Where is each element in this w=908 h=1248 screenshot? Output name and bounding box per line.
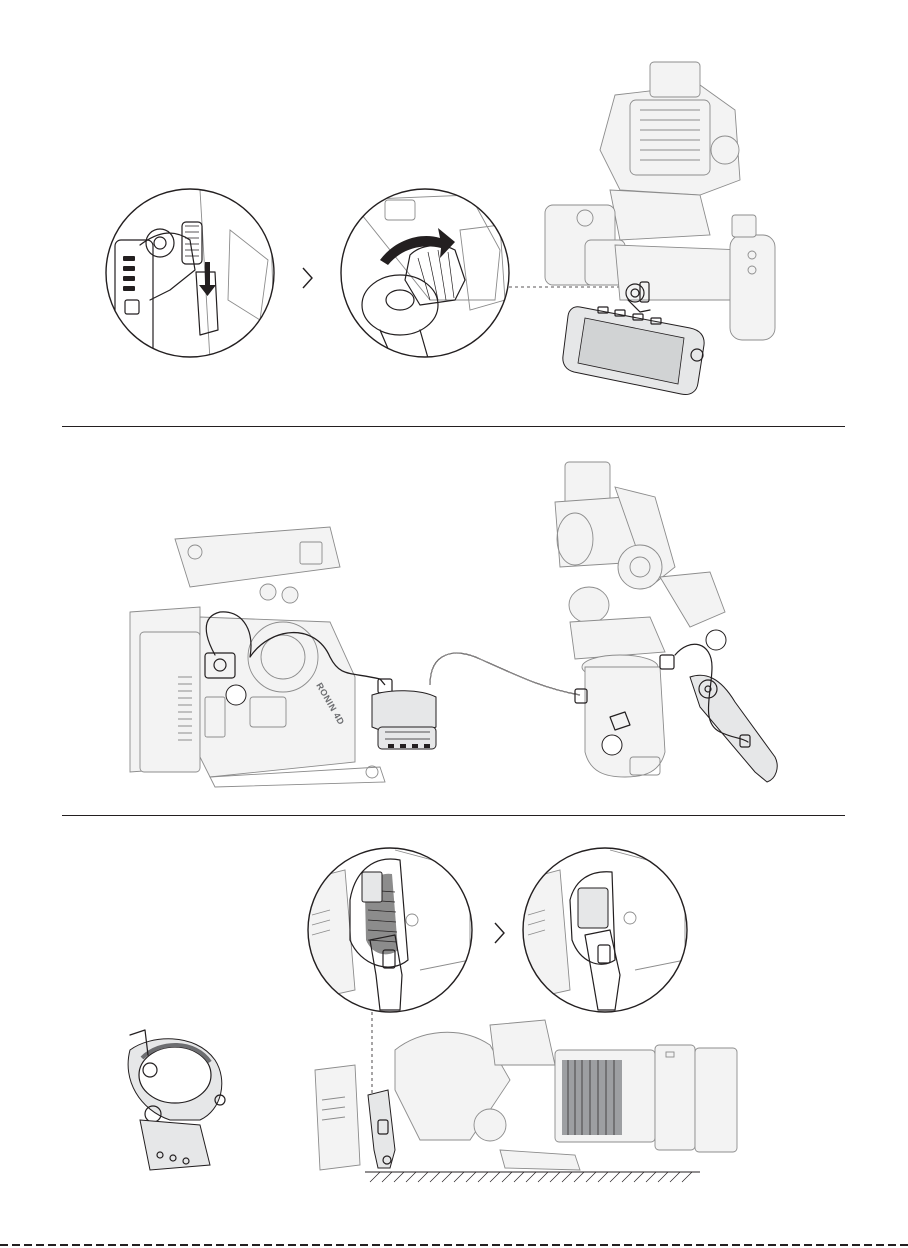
ground-surface: [365, 1172, 700, 1182]
gimbal: [555, 462, 777, 782]
callout-closed-clamp: [515, 845, 695, 1015]
receiver-module: [372, 691, 436, 749]
gimbal-with-telephoto-lens: [315, 1020, 737, 1170]
section-3-illustration: [0, 816, 908, 1242]
callout-rotate-circle: [335, 185, 515, 365]
section-3-lens-support: [0, 816, 908, 1242]
callout-attach-circle: [100, 185, 280, 365]
section-1-monitor-mount: [0, 0, 908, 426]
section-2-cable-connection: RONIN 4D: [0, 427, 908, 815]
cinema-camera: RONIN 4D: [130, 527, 385, 787]
long-cable: [430, 653, 580, 695]
callout-number-3: [602, 735, 622, 755]
gimbal-monitor-overview: [545, 62, 775, 395]
step-arrow-icon: [303, 268, 312, 288]
lens-support-ring: [128, 1030, 225, 1170]
callout-number-2: [706, 630, 726, 650]
section-1-illustration: [0, 0, 908, 426]
step-arrow-icon-2: [495, 923, 504, 943]
callout-open-clamp: [300, 845, 480, 1015]
page-edge-dashes: [0, 1242, 908, 1248]
callout-number-1: [226, 685, 246, 705]
section-2-illustration: RONIN 4D: [0, 427, 908, 815]
